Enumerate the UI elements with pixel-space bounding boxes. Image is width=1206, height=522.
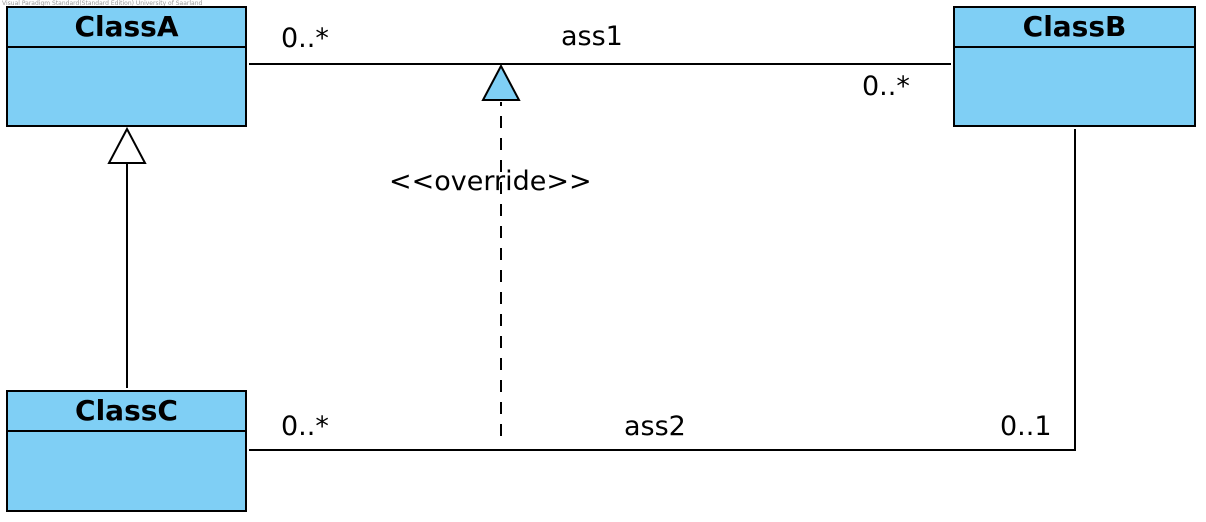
ass1-multiplicity-classa: 0..* xyxy=(281,23,329,54)
association-ass2-line[interactable] xyxy=(249,129,1076,451)
class-c-name: ClassC xyxy=(8,392,245,432)
class-c-box[interactable]: ClassC xyxy=(6,390,247,512)
class-a-name: ClassA xyxy=(8,8,245,48)
ass2-label: ass2 xyxy=(624,411,686,442)
override-arrowhead-icon xyxy=(481,63,521,101)
class-b-box[interactable]: ClassB xyxy=(953,6,1196,127)
class-b-name: ClassB xyxy=(955,8,1194,48)
ass2-multiplicity-classb: 0..1 xyxy=(1000,411,1052,442)
ass1-multiplicity-classb: 0..* xyxy=(862,71,910,102)
class-a-box[interactable]: ClassA xyxy=(6,6,247,127)
override-stereotype-label: <<override>> xyxy=(389,166,592,197)
watermark: Visual Paradigm Standard(Standard Editio… xyxy=(2,0,203,7)
generalization-arrowhead-icon xyxy=(107,126,147,164)
ass1-label: ass1 xyxy=(561,21,623,52)
ass2-multiplicity-classc: 0..* xyxy=(281,411,329,442)
